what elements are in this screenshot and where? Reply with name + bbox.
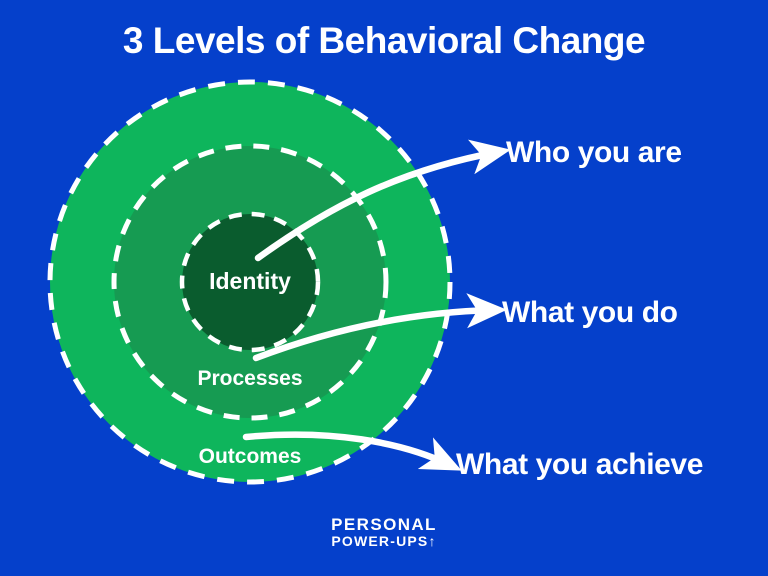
logo-secondary-text: POWER-UPS <box>331 532 429 549</box>
callout-arrow-identity <box>254 139 511 262</box>
ring-label-identity: Identity <box>209 268 291 294</box>
ring-label-outcomes: Outcomes <box>199 445 302 468</box>
logo-line-primary: PERSONAL <box>331 515 437 534</box>
brand-logo: PERSONAL POWER-UPS↑ <box>0 516 768 549</box>
callout-arrow-outcomes <box>242 431 462 471</box>
callout-label-what-you-do: What you do <box>502 296 678 329</box>
logo-up-arrow-icon: ↑ <box>428 532 437 549</box>
page-title: 3 Levels of Behavioral Change <box>122 20 646 61</box>
logo-line-secondary: POWER-UPS↑ <box>0 532 768 549</box>
ring-inner-identity <box>179 211 321 353</box>
ring-label-processes: Processes <box>197 367 302 390</box>
callout-label-what-you-achieve: What you achieve <box>456 448 704 481</box>
callout-arrow-processes <box>252 293 507 362</box>
callout-label-who-you-are: Who you are <box>506 136 682 169</box>
